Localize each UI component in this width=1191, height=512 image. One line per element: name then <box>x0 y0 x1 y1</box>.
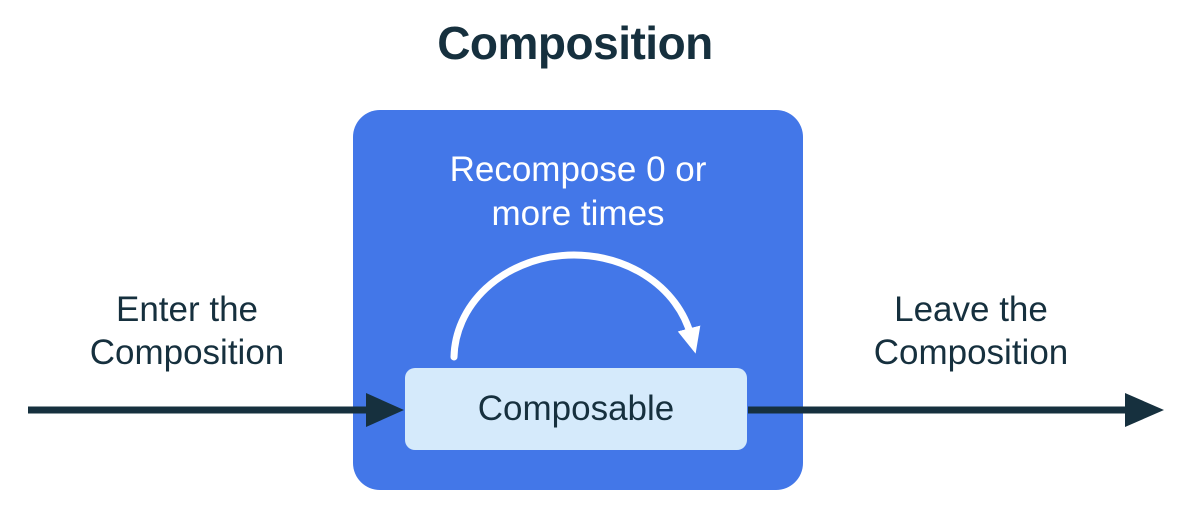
leave-arrow <box>748 393 1164 427</box>
enter-label: Enter the Composition <box>89 290 285 372</box>
composable-label: Composable <box>477 389 675 428</box>
recompose-label: Recompose 0 or more times <box>449 150 707 233</box>
composable-box: Composable <box>405 368 747 450</box>
leave-label: Leave the Composition <box>873 290 1069 372</box>
enter-arrow <box>28 393 404 427</box>
diagram-title: Composition <box>437 17 713 69</box>
